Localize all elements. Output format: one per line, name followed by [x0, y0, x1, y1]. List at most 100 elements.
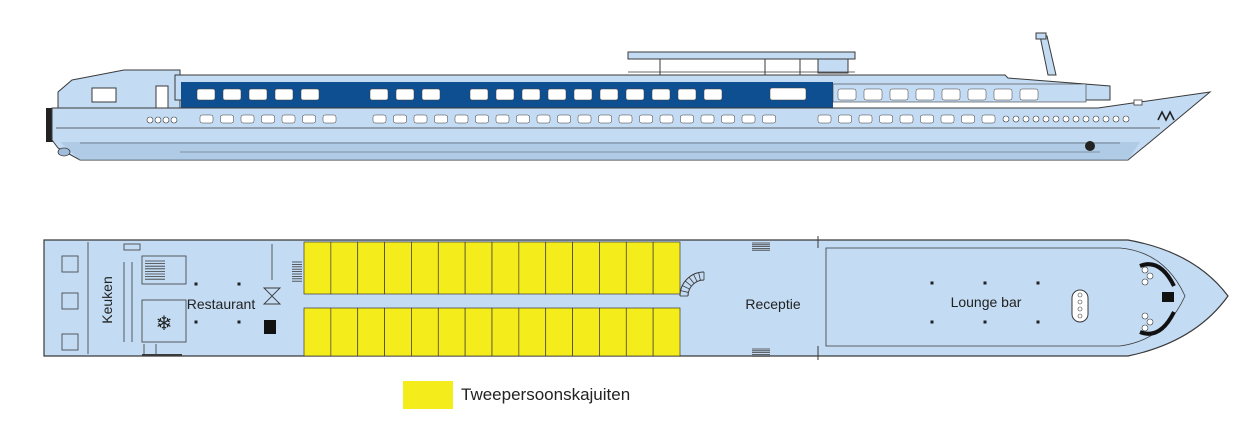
cabin: [437, 307, 466, 357]
window: [858, 114, 873, 124]
cabin: [330, 241, 359, 295]
window: [618, 114, 633, 124]
cabin: [572, 241, 600, 295]
porthole: [170, 116, 178, 124]
pillar: [983, 320, 987, 324]
cabin: [572, 307, 600, 357]
cabin: [491, 241, 520, 295]
window: [413, 114, 428, 124]
mast: [1035, 32, 1057, 76]
bow-equipment: [1139, 262, 1176, 336]
window: [659, 114, 674, 124]
pillar: [237, 282, 241, 286]
window: [261, 114, 275, 124]
cabin: [357, 241, 385, 295]
window: [469, 88, 489, 101]
label-restaurant: Restaurant: [187, 296, 256, 312]
ship-side-view: [46, 32, 1212, 161]
window: [516, 114, 530, 124]
pillar: [194, 320, 198, 324]
pillar: [194, 282, 198, 286]
legend-swatch-cabin: [403, 381, 453, 409]
cabin: [599, 307, 627, 357]
window: [721, 114, 735, 124]
window: [677, 88, 697, 101]
window: [199, 114, 214, 124]
deck-plan: ❄ Keuken Restaurant Receptie Lounge bar: [43, 236, 1229, 360]
cabin: [464, 241, 493, 295]
pillar: [1036, 281, 1040, 285]
window: [536, 114, 551, 124]
window: [369, 88, 389, 101]
window: [741, 114, 756, 124]
window: [598, 114, 612, 124]
window: [222, 88, 242, 101]
cabin: [384, 307, 412, 357]
aft-service-area: [61, 242, 187, 356]
window: [521, 88, 541, 101]
window: [961, 114, 975, 124]
bow-details: [1085, 99, 1175, 151]
pillar: [930, 320, 934, 324]
cabin-block: [303, 241, 681, 357]
side-windows: [146, 87, 1130, 124]
window: [920, 114, 934, 124]
window: [838, 114, 852, 124]
cabin: [599, 241, 627, 295]
lounge-outline: [817, 236, 1186, 360]
cabin: [518, 307, 547, 357]
sun-deck-canopy: [627, 51, 856, 75]
window: [302, 114, 316, 124]
window: [248, 88, 268, 101]
pillar: [930, 281, 934, 285]
cabin: [652, 241, 681, 295]
window: [981, 114, 996, 124]
window: [300, 88, 320, 101]
window: [220, 114, 234, 124]
label-lounge-bar: Lounge bar: [951, 294, 1022, 310]
window: [915, 88, 935, 101]
cabin: [357, 307, 385, 357]
porthole: [1102, 115, 1110, 123]
window: [573, 88, 593, 101]
legend-label: Tweepersoonskajuiten: [461, 385, 631, 404]
cabin: [303, 241, 332, 295]
propeller-icon: [57, 147, 71, 157]
window: [863, 88, 883, 101]
cabin: [464, 307, 493, 357]
porthole: [146, 116, 154, 124]
window: [454, 114, 469, 124]
window: [372, 114, 387, 124]
porthole: [1032, 115, 1040, 123]
window: [475, 114, 489, 124]
window: [889, 88, 909, 101]
porthole: [1052, 115, 1060, 123]
window: [703, 88, 723, 101]
window: [599, 88, 619, 101]
window: [993, 88, 1013, 101]
porthole: [1112, 115, 1120, 123]
window: [281, 114, 296, 124]
window: [899, 114, 914, 124]
window: [577, 114, 592, 124]
cabin: [437, 241, 466, 295]
pillar: [983, 281, 987, 285]
window: [700, 114, 715, 124]
cabin: [491, 307, 520, 357]
cabin: [411, 307, 439, 357]
window: [651, 88, 671, 101]
cabin: [411, 241, 439, 295]
window: [1019, 88, 1039, 101]
window: [495, 114, 510, 124]
porthole: [1012, 115, 1020, 123]
porthole: [1042, 115, 1050, 123]
window: [547, 88, 567, 101]
snowflake-icon: ❄: [156, 313, 173, 335]
legend: Tweepersoonskajuiten: [403, 381, 630, 409]
window: [557, 114, 571, 124]
cabin: [625, 241, 654, 295]
cabin: [652, 307, 681, 357]
window: [817, 114, 832, 124]
